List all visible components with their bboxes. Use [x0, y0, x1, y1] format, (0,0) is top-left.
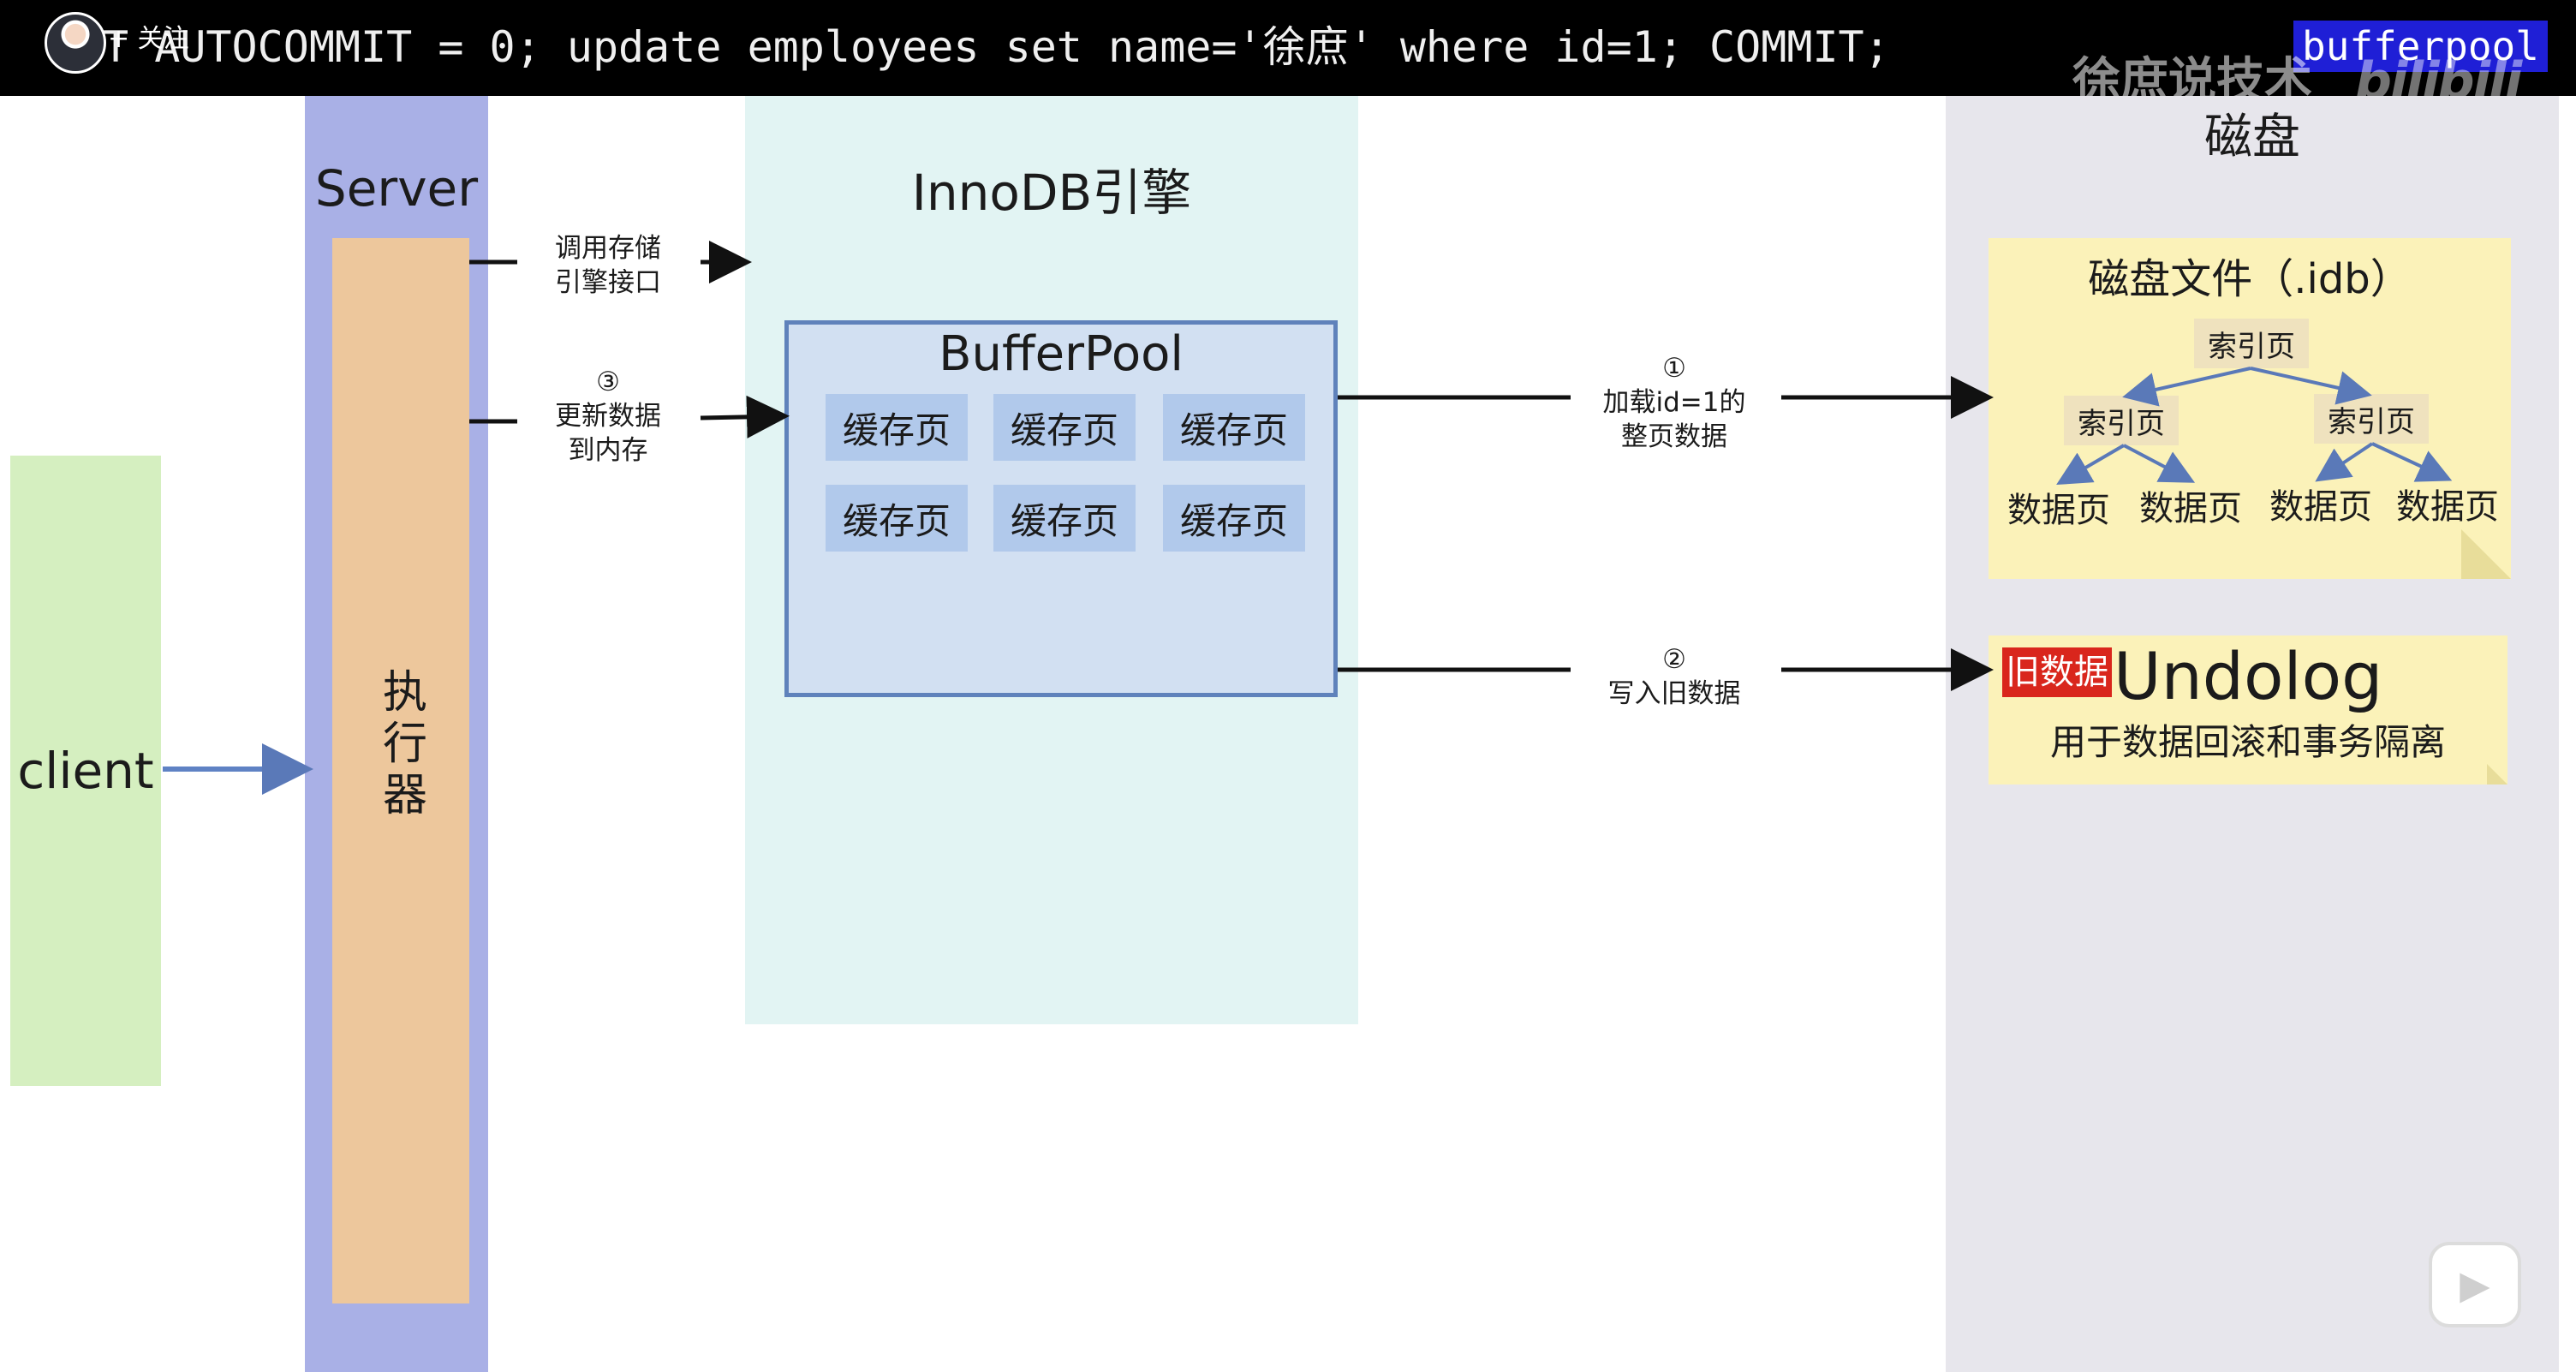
undolog-title: Undolog [2114, 638, 2383, 714]
index-tree-edge [2123, 444, 2196, 483]
index-tree-edge [2122, 367, 2251, 407]
step2-number: ② [1662, 644, 1686, 675]
note-fold-corner [2461, 529, 2511, 579]
index-page-right: 索引页 [2314, 394, 2429, 444]
cache-page: 缓存页 [826, 394, 968, 461]
client-box [10, 456, 161, 1086]
cache-page: 缓存页 [826, 485, 968, 552]
step2-line-1: 写入旧数据 [1607, 678, 1741, 709]
client-label: client [17, 742, 154, 800]
disk-label: 磁盘 [2204, 109, 2300, 165]
cache-page: 缓存页 [1163, 485, 1305, 552]
follow-button[interactable]: + 关注 [108, 24, 189, 54]
top-code-bar [0, 0, 2576, 96]
index-page-root: 索引页 [2194, 319, 2309, 368]
bufferpool-label: BufferPool [939, 325, 1184, 382]
data-page: 数据页 [2007, 491, 2110, 530]
index-tree-edge [2250, 367, 2372, 405]
cache-page: 缓存页 [993, 394, 1136, 461]
avatar[interactable] [45, 12, 106, 74]
step1-line-2: 整页数据 [1621, 421, 1727, 452]
step3-line-1: 更新数据 [555, 401, 661, 432]
step3-line-2: 到内存 [568, 435, 648, 466]
data-page: 数据页 [2396, 487, 2499, 527]
update-memory-arrow [700, 395, 790, 438]
server-label: Server [314, 159, 479, 218]
step1-line-1: 加载id=1的 [1602, 387, 1746, 418]
disk-file-title: 磁盘文件（.idb） [2088, 255, 2412, 303]
cache-page: 缓存页 [993, 485, 1136, 552]
index-tree-edge [2315, 442, 2374, 482]
highlighted-word: bufferpool [2293, 21, 2548, 72]
old-data-tag: 旧数据 [2002, 647, 2112, 697]
step2-label: ② 写入旧数据 [1576, 642, 1773, 711]
call-engine-line-1: 调用存储 [555, 233, 661, 264]
step1-label: ① 加载id=1的 整页数据 [1576, 351, 1773, 454]
executor-box [332, 238, 469, 1303]
index-tree-edge [2371, 442, 2453, 482]
index-tree-edge [2056, 444, 2126, 486]
step3-label: ③ 更新数据 到内存 [531, 365, 685, 468]
data-page: 数据页 [2139, 489, 2242, 528]
step3-number: ③ [596, 367, 620, 397]
sql-code-text: T AUTOCOMMIT = 0; update employees set n… [103, 22, 1890, 72]
call-engine-label: 调用存储 引擎接口 [531, 231, 685, 300]
note-fold-corner [2487, 764, 2507, 784]
undolog-description: 用于数据回滚和事务隔离 [2049, 720, 2446, 763]
call-engine-line-2: 引擎接口 [555, 267, 661, 298]
play-button[interactable]: ▶ [2429, 1242, 2521, 1327]
cache-page: 缓存页 [1163, 394, 1305, 461]
index-page-left: 索引页 [2064, 396, 2179, 445]
play-icon: ▶ [2460, 1262, 2490, 1308]
data-page: 数据页 [2269, 487, 2372, 527]
innodb-label: InnoDB引擎 [911, 164, 1192, 222]
executor-label: 执行器 [374, 668, 426, 822]
step1-number: ① [1662, 353, 1686, 384]
